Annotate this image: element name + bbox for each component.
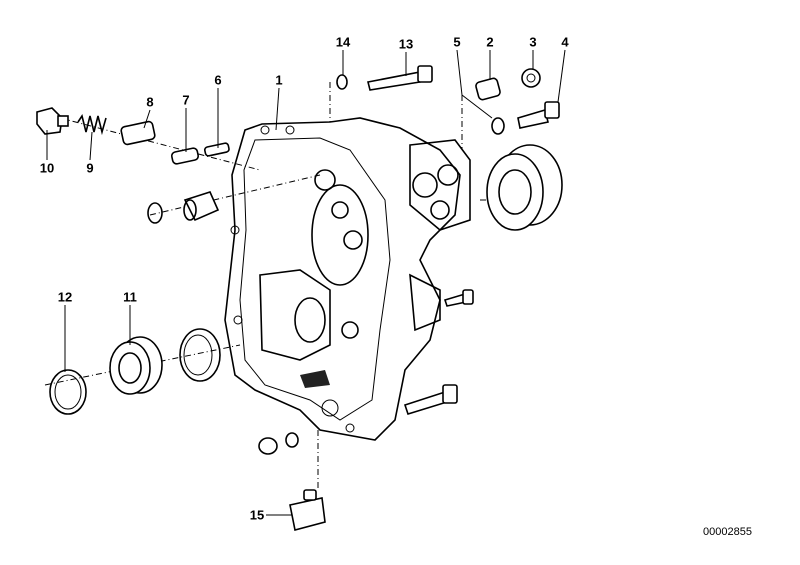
callout-2: 2 [486,34,494,50]
pin-7 [170,147,200,165]
bolt-lower [403,384,458,415]
leader-lines [46,49,566,516]
callout-6: 6 [214,72,222,88]
callout-7: 7 [182,92,190,108]
callout-15: 15 [249,507,265,523]
plug-10 [36,107,69,135]
bushing [183,191,220,222]
callout-13: 13 [398,36,414,52]
bearing-11 [109,336,163,395]
reference-number: 00002855 [703,526,752,538]
bolt-13 [367,65,433,91]
bolt-right [443,289,474,307]
nut-3 [521,68,541,88]
callout-12: 12 [57,289,73,305]
sleeve-8 [120,120,156,146]
seal-ring [147,202,163,224]
callout-9: 9 [86,160,94,176]
callout-3: 3 [529,34,537,50]
plug-15 [289,489,326,531]
washer-5 [491,117,505,135]
ring-12 [49,369,87,415]
callout-14: 14 [335,34,351,50]
gearbox-housing [224,117,471,441]
screw-4 [517,101,560,129]
callout-5: 5 [453,34,461,50]
bearing-large [486,144,563,231]
washer-14 [336,74,348,90]
callout-1: 1 [275,72,283,88]
pin-6 [203,142,230,157]
callout-4: 4 [561,34,569,50]
shim [179,328,221,382]
callout-8: 8 [146,94,154,110]
nut-lower [258,432,299,455]
callout-11: 11 [123,289,137,305]
sleeve-2 [475,77,501,101]
spring-9 [77,114,107,136]
callout-10: 10 [39,160,55,176]
